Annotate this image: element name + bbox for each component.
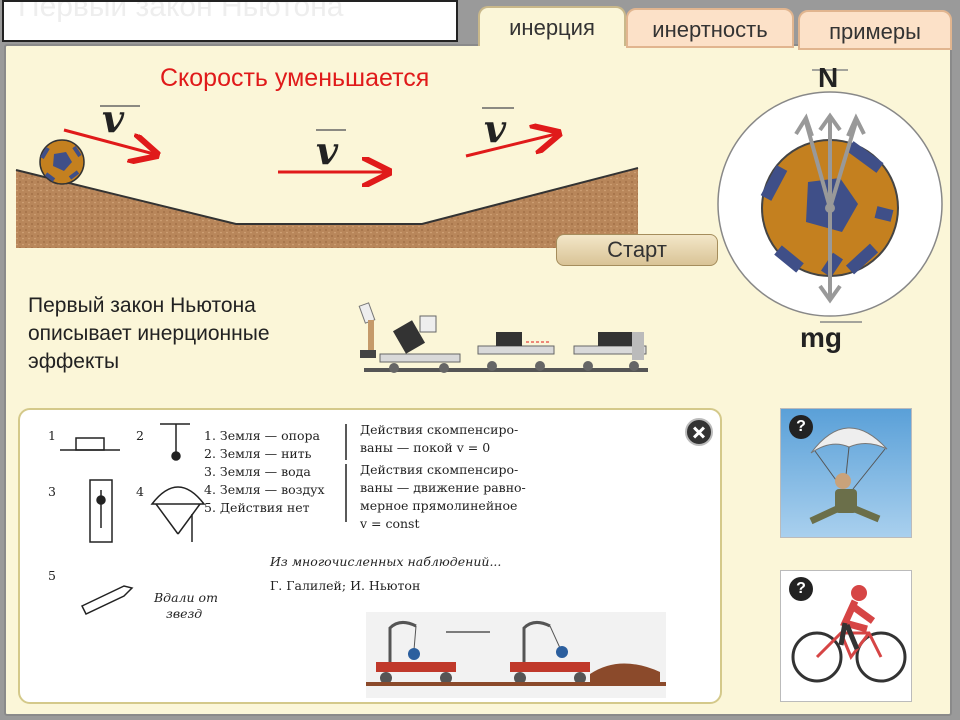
- sketch-support: [60, 437, 120, 451]
- sketch-rocket: [80, 585, 134, 615]
- cart-2: [477, 332, 555, 371]
- result-text: ваны — движение равно-: [360, 480, 526, 495]
- figure-number: 5: [48, 568, 56, 583]
- slope-scene: [15, 105, 639, 248]
- figure-number: 4: [136, 484, 144, 499]
- figure-number: 2: [136, 428, 144, 443]
- description-line: Первый закон Ньютона: [28, 294, 256, 317]
- ground-surface: [15, 167, 639, 225]
- help-icon[interactable]: ?: [789, 415, 813, 439]
- description-line: эффекты: [28, 350, 120, 373]
- tab-label: примеры: [829, 19, 921, 44]
- example-parachutist[interactable]: ?: [780, 408, 912, 538]
- cyclist-image: [791, 585, 907, 683]
- list-item: 2. Земля — нить: [204, 446, 312, 461]
- velocity-label-3: v: [484, 106, 507, 151]
- far-from-stars: звезд: [166, 606, 202, 621]
- force-diagram: [717, 69, 943, 323]
- tab-label: инерция: [509, 15, 595, 40]
- example-cyclist[interactable]: ?: [780, 570, 912, 702]
- page-title: Первый закон Ньютона: [18, 0, 344, 23]
- cart-3: [573, 332, 647, 371]
- description: Первый закон Ньютона описывает инерционн…: [28, 292, 348, 376]
- sketch-parachute: [150, 486, 206, 542]
- velocity-arrow-1: [63, 128, 154, 154]
- sketch-thread: [160, 423, 190, 461]
- ground: [16, 168, 638, 248]
- cart-1: [379, 315, 461, 373]
- tab-examples[interactable]: примеры: [798, 10, 952, 50]
- figure-number: 3: [48, 484, 56, 499]
- far-from-stars: Вдали от: [153, 590, 218, 605]
- caption: Из многочисленных наблюдений...: [269, 554, 501, 569]
- close-popup-button[interactable]: [685, 418, 713, 446]
- hammer-hand: [358, 302, 376, 358]
- result-text: v = const: [359, 516, 420, 531]
- sketch-water: [89, 479, 113, 543]
- list-item: 3. Земля — вода: [204, 464, 311, 479]
- list-item: 4. Земля — воздух: [204, 482, 325, 497]
- tab-label: инертность: [652, 17, 768, 42]
- figure-number: 1: [48, 428, 56, 443]
- velocity-label-1: v: [102, 96, 125, 141]
- tab-inertness[interactable]: инертность: [626, 8, 794, 48]
- parachutist-image: [809, 427, 888, 525]
- start-button[interactable]: Старт: [556, 234, 718, 266]
- gravity-force-label: mg: [800, 322, 842, 353]
- carts-illustration: [358, 302, 648, 373]
- list-item: 1. Земля — опора: [204, 428, 320, 443]
- tab-inertia[interactable]: инерция: [478, 6, 626, 46]
- normal-force-label: N: [818, 62, 839, 93]
- description-line: описывает инерционные: [28, 322, 270, 345]
- result-text: ваны — покой v = 0: [360, 440, 490, 455]
- help-icon[interactable]: ?: [789, 577, 813, 601]
- velocity-label-2: v: [316, 128, 339, 173]
- scene-heading: Скорость уменьшается: [160, 64, 430, 92]
- velocity-arrow-3: [465, 134, 556, 158]
- cart-pendulum-image: [366, 612, 666, 698]
- list-item: 5. Действия нет: [204, 500, 310, 515]
- authors: Г. Галилей; И. Ньютон: [270, 578, 420, 593]
- info-popup: 1 2 3 4 5 1. Земля — опора 2. Земля — ни…: [18, 408, 722, 704]
- result-text: мерное прямолинейное: [360, 498, 517, 513]
- title-box: Первый закон Ньютона: [2, 0, 458, 42]
- result-text: Действия скомпенсиро-: [360, 422, 518, 437]
- result-text: Действия скомпенсиро-: [360, 462, 518, 477]
- ball: [39, 139, 85, 185]
- textbook-figure: 1 2 3 4 5 1. Земля — опора 2. Земля — ни…: [48, 422, 666, 698]
